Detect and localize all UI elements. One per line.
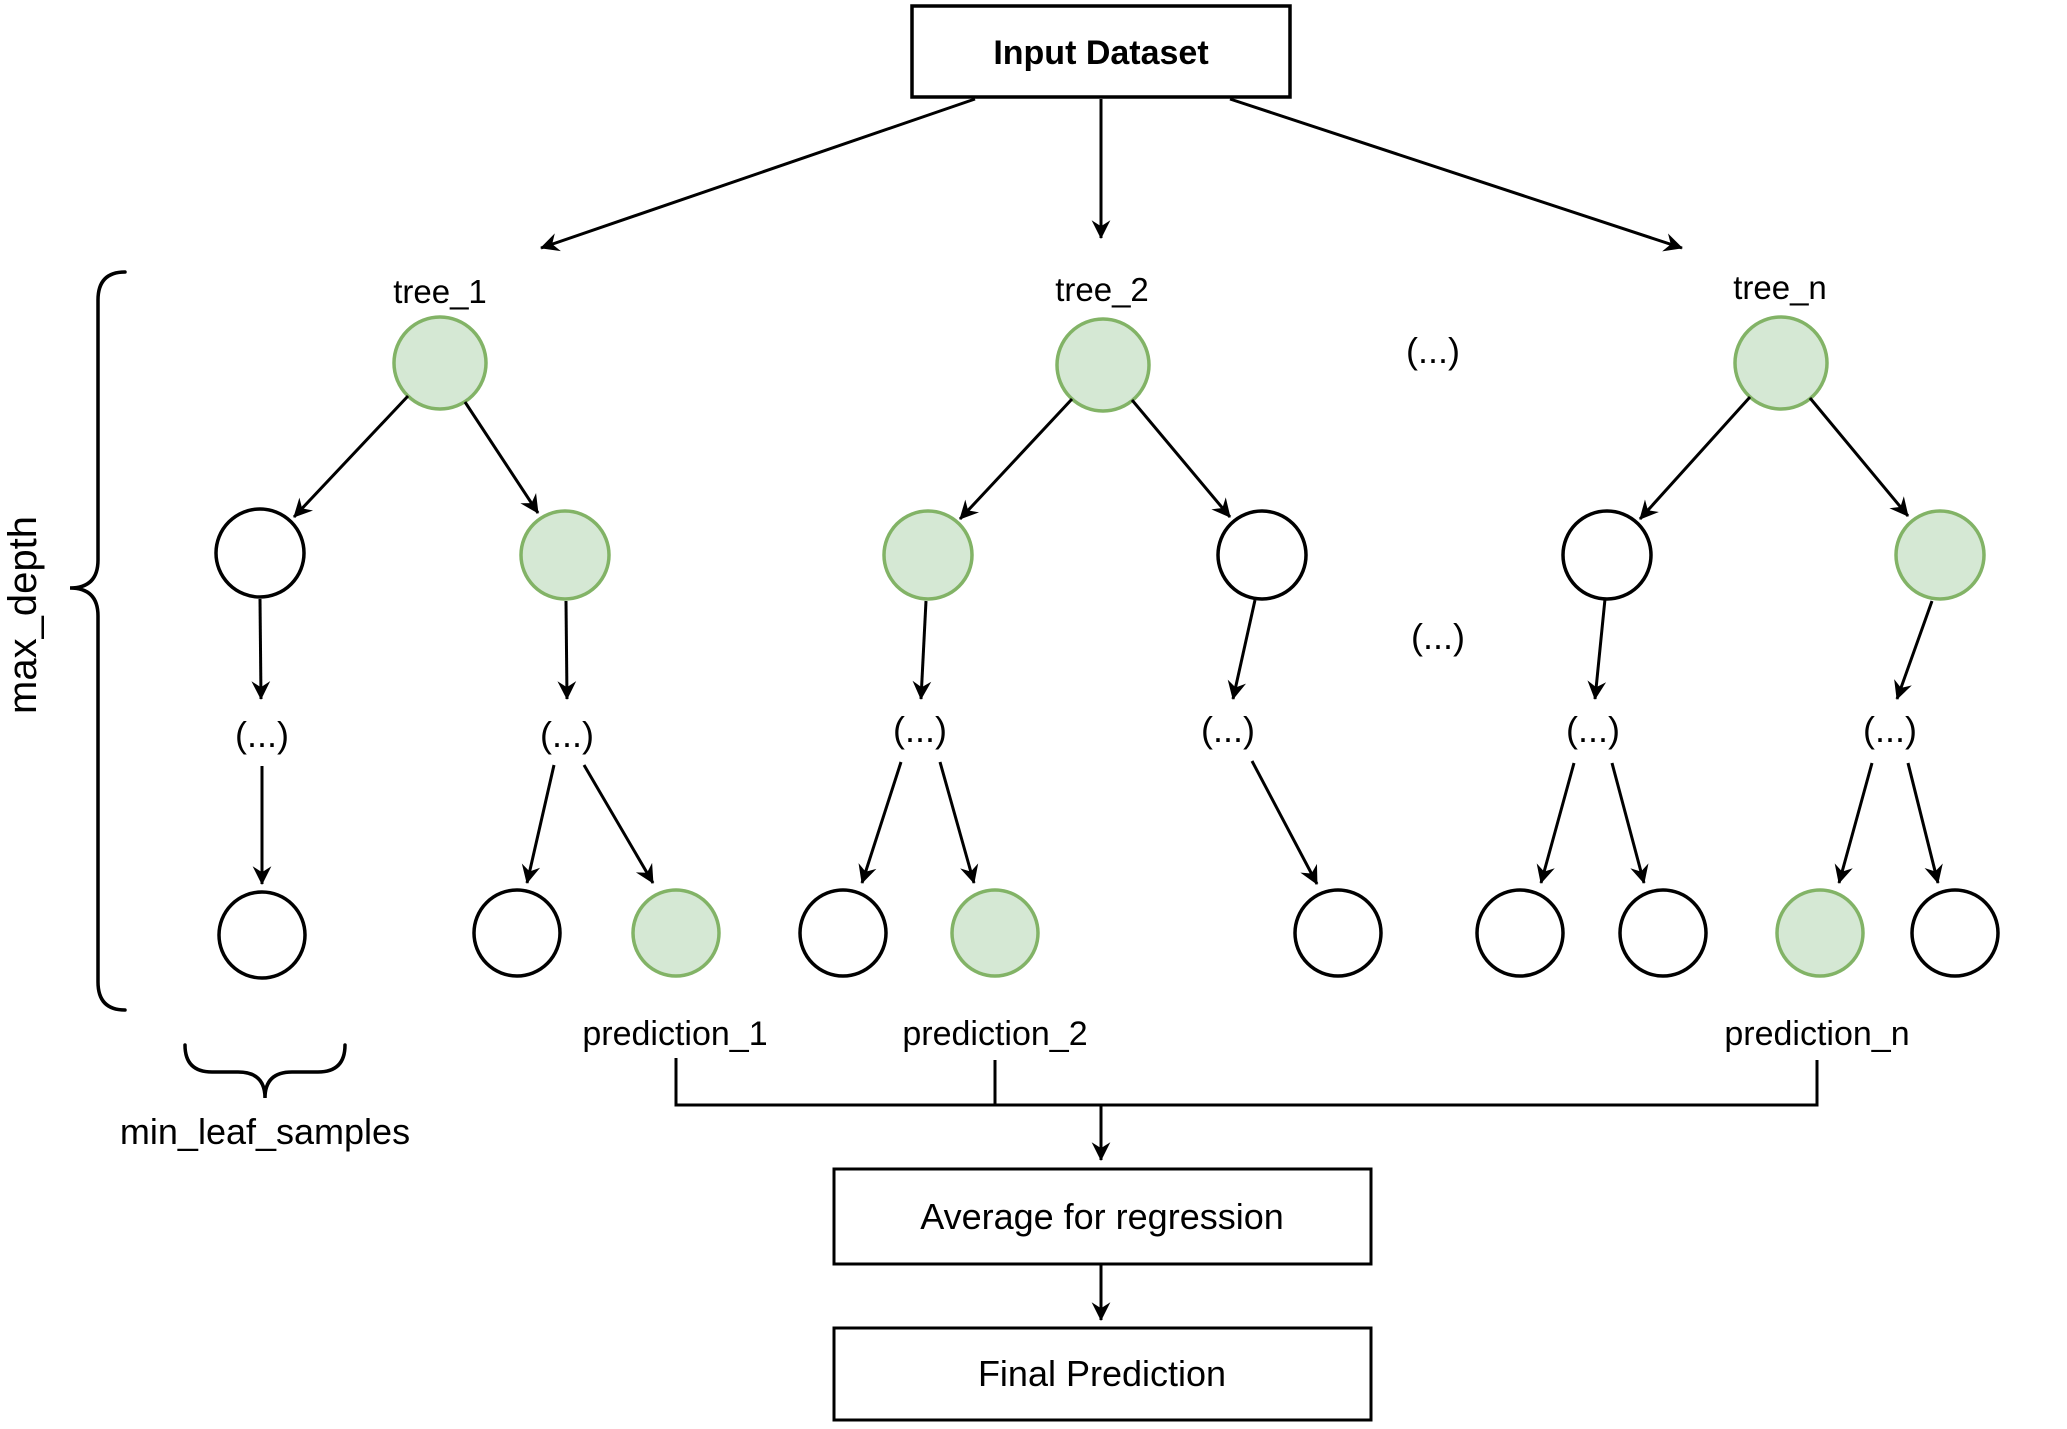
tree-1-edge-root-right xyxy=(463,401,540,514)
tree-2-right-ellipsis: (...) xyxy=(1201,709,1255,750)
tree-1-leaf-node-1 xyxy=(217,890,307,980)
middle-ellipsis-bottom: (...) xyxy=(1411,616,1465,657)
tree-1-right-child-node xyxy=(519,509,611,601)
tree-n-edge-root-left xyxy=(1638,395,1752,521)
tree-n-leaf-node-3-prediction xyxy=(1775,888,1865,978)
tree-2-edge-ellipsis-to-leaf2 xyxy=(938,761,979,884)
tree-2-edge-root-right xyxy=(1130,399,1232,518)
tree-1-edge-root-left xyxy=(292,394,410,519)
tree-1-root-node xyxy=(392,315,488,411)
tree-1-edge-right-to-ellipsis xyxy=(557,600,577,700)
tree-n-leaf-node-2 xyxy=(1618,888,1708,978)
tree-1-edge-left-to-ellipsis xyxy=(251,598,271,700)
prediction-2-label: prediction_2 xyxy=(902,1015,1087,1053)
tree-2-leaf-node-3 xyxy=(1293,888,1383,978)
tree-n-label: tree_n xyxy=(1733,269,1827,306)
tree-n-edge-ellipsis-to-leaf4 xyxy=(1906,762,1943,884)
final-prediction-box xyxy=(832,1326,1373,1422)
tree-1-edge-ellipsis-to-leaf3 xyxy=(582,764,655,884)
max-depth-brace xyxy=(69,270,127,1012)
tree-2-left-ellipsis: (...) xyxy=(893,709,947,750)
tree-1-left-child-node xyxy=(214,507,306,599)
tree-1-label: tree_1 xyxy=(393,273,487,310)
input-dataset-label: Input Dataset xyxy=(993,34,1208,72)
tree-n-right-ellipsis: (...) xyxy=(1863,709,1917,750)
prediction-bus-line xyxy=(674,1058,1819,1107)
tree-n-group: tree_n (...) (...) prediction_n xyxy=(1475,269,2000,1053)
tree-n-leaf-node-1 xyxy=(1475,888,1565,978)
tree-n-edge-ellipsis-to-leaf2 xyxy=(1610,762,1649,884)
min-leaf-samples-label: min_leaf_samples xyxy=(120,1111,410,1152)
edge-input-to-treen xyxy=(1229,97,1683,252)
prediction-1-label: prediction_1 xyxy=(582,1015,767,1053)
tree-2-group: tree_2 (...) (...) prediction_2 xyxy=(798,271,1383,1053)
tree-n-root-node xyxy=(1733,315,1829,411)
input-dataset-box xyxy=(910,4,1292,99)
edge-input-to-tree1 xyxy=(540,97,976,252)
tree-2-leaf-node-2-prediction xyxy=(950,888,1040,978)
tree-2-label: tree_2 xyxy=(1055,271,1149,308)
tree-2-edge-ellipsis-to-leaf1 xyxy=(858,761,903,884)
tree-1-leaf-node-2 xyxy=(472,888,562,978)
average-regression-label: Average for regression xyxy=(920,1196,1284,1237)
max-depth-label: max_depth xyxy=(1,516,45,714)
tree-n-edge-ellipsis-to-leaf3 xyxy=(1834,762,1874,884)
middle-ellipsis-top: (...) xyxy=(1406,330,1460,371)
tree-n-edge-root-right xyxy=(1808,397,1910,517)
tree-2-right-child-node xyxy=(1216,509,1308,601)
tree-2-root-node xyxy=(1055,317,1151,413)
tree-n-edge-ellipsis-to-leaf1 xyxy=(1536,762,1576,884)
tree-2-edge-right-to-ellipsis xyxy=(1227,599,1257,700)
tree-2-edge-root-left xyxy=(958,397,1074,521)
tree-1-leaf-node-3-prediction xyxy=(631,888,721,978)
tree-2-edge-ellipsis-to-leaf3 xyxy=(1250,760,1319,885)
tree-n-edge-left-to-ellipsis xyxy=(1587,598,1607,700)
tree-1-group: tree_1 (...) (...) prediction_1 xyxy=(214,273,768,1053)
tree-2-leaf-node-1 xyxy=(798,888,888,978)
tree-1-edge-ellipsis-to-leaf2 xyxy=(521,764,556,884)
final-prediction-label: Final Prediction xyxy=(978,1353,1226,1394)
tree-2-left-child-node xyxy=(882,509,974,601)
tree-n-left-child-node xyxy=(1561,509,1653,601)
tree-1-left-ellipsis: (...) xyxy=(235,714,289,755)
prediction-n-label: prediction_n xyxy=(1724,1015,1909,1053)
min-leaf-samples-brace xyxy=(183,1043,347,1099)
tree-2-edge-left-to-ellipsis xyxy=(912,600,932,700)
tree-n-edge-right-to-ellipsis xyxy=(1894,600,1934,700)
tree-n-right-child-node xyxy=(1894,509,1986,601)
tree-n-leaf-node-4 xyxy=(1910,888,2000,978)
tree-n-left-ellipsis: (...) xyxy=(1566,709,1620,750)
tree-1-right-ellipsis: (...) xyxy=(540,714,594,755)
